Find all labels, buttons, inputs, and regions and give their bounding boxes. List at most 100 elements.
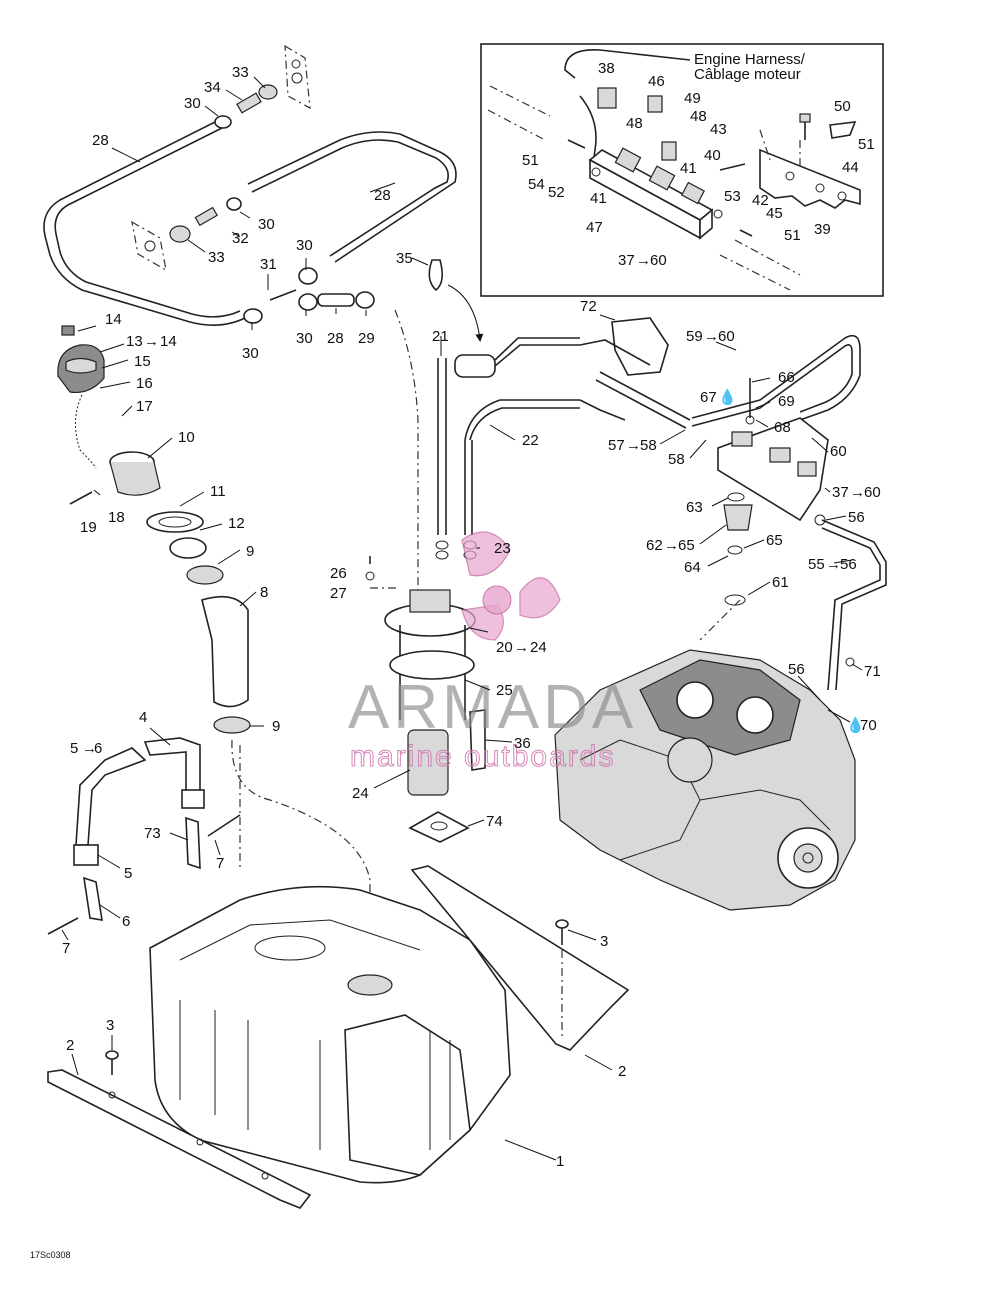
label-28: 28 [374, 187, 391, 204]
label-58: 58 [668, 451, 685, 468]
label-2: 2 [618, 1063, 626, 1080]
label-25: 25 [496, 682, 513, 699]
label-37: 37 [832, 484, 849, 501]
label-50: 50 [834, 98, 851, 115]
label-55: 55 [808, 556, 825, 573]
label-61: 61 [772, 574, 789, 591]
label-1: 1 [556, 1153, 564, 1170]
arrow-13: → [144, 333, 159, 350]
filler-neck [109, 451, 251, 734]
label-8: 8 [260, 584, 268, 601]
label-60: 60 [864, 484, 881, 501]
engine [554, 649, 856, 911]
label-69: 69 [778, 393, 795, 410]
label-42: 42 [752, 192, 769, 209]
label-30: 30 [242, 345, 259, 362]
harness-label-line1: Engine Harness/ [694, 51, 806, 68]
label-60: 60 [650, 252, 667, 269]
label-46: 46 [648, 73, 665, 90]
fuel-pump-module [384, 309, 580, 843]
arrow-37: → [850, 484, 865, 501]
label-11: 11 [210, 483, 226, 500]
label-70: 70 [860, 717, 877, 734]
label-21: 21 [432, 328, 449, 345]
label-18: 18 [108, 509, 125, 526]
fuel-cap-assembly [57, 325, 105, 469]
label-34: 34 [204, 79, 221, 96]
watermark-logo [461, 531, 561, 641]
label-28: 28 [92, 132, 109, 149]
pressure-regulator [723, 492, 753, 606]
label-3: 3 [106, 1017, 114, 1034]
label-33: 33 [232, 64, 249, 81]
label-47: 47 [586, 219, 603, 236]
part-labels: 33 34 30 28 28 30 32 33 30 31 30 30 28 2… [62, 64, 881, 1170]
inset-panel [480, 43, 884, 297]
vent-hose-loop [43, 121, 457, 326]
label-60: 60 [830, 443, 847, 460]
vent-fitting-33-top [214, 84, 278, 129]
label-51: 51 [784, 227, 801, 244]
label-29: 29 [358, 330, 375, 347]
label-9: 9 [246, 543, 254, 560]
label-2: 2 [66, 1037, 74, 1054]
label-44: 44 [842, 159, 859, 176]
label-56: 56 [848, 509, 865, 526]
arrow-55: → [826, 556, 841, 573]
label-12: 12 [228, 515, 245, 532]
arrow-57: → [626, 437, 641, 454]
tank-straps [47, 737, 241, 935]
watermark-brand: ARMADA [348, 673, 637, 742]
vent-fitting-33-bottom [169, 225, 191, 243]
label-58: 58 [640, 437, 657, 454]
label-65: 65 [766, 532, 783, 549]
label-56: 56 [788, 661, 805, 678]
rail-2-right [410, 865, 630, 1051]
label-54: 54 [528, 176, 545, 193]
label-49: 49 [684, 90, 701, 107]
inset-sensor-46 [647, 95, 663, 113]
label-24: 24 [352, 785, 369, 802]
inset-bracket-39 [759, 148, 861, 209]
label-6: 6 [122, 913, 130, 930]
label-48: 48 [690, 108, 707, 125]
label-27: 27 [330, 585, 347, 602]
label-31: 31 [260, 256, 277, 273]
label-3: 3 [600, 933, 608, 950]
label-35: 35 [396, 250, 413, 267]
label-33: 33 [208, 249, 225, 266]
label-53: 53 [724, 188, 741, 205]
arrow-5: → [82, 740, 97, 757]
inset-labels: Engine Harness/ Câblage moteur 38 46 49 … [522, 51, 875, 269]
label-15: 15 [134, 353, 151, 370]
arrow-62: → [664, 537, 679, 554]
arrow-59: → [704, 328, 719, 345]
label-22: 22 [522, 432, 539, 449]
label-23: 23 [494, 540, 511, 557]
inset-sensor-38 [597, 87, 617, 109]
label-14: 14 [105, 311, 122, 328]
drop-67: 💧 [718, 388, 737, 406]
label-30: 30 [184, 95, 201, 112]
label-65: 65 [678, 537, 695, 554]
drop-70: 💧 [846, 716, 865, 734]
label-4: 4 [139, 709, 147, 726]
label-63: 63 [686, 499, 703, 516]
label-51: 51 [858, 136, 875, 153]
label-28: 28 [327, 330, 344, 347]
label-10: 10 [178, 429, 195, 446]
label-13: 13 [126, 333, 143, 350]
label-41: 41 [590, 190, 607, 207]
leader-lines [61, 76, 863, 1161]
label-72: 72 [580, 298, 597, 315]
label-17: 17 [136, 398, 153, 415]
label-67: 67 [700, 389, 717, 406]
label-56: 56 [840, 556, 857, 573]
label-66: 66 [778, 369, 795, 386]
label-39: 39 [814, 221, 831, 238]
fuel-rail [717, 417, 829, 522]
label-52: 52 [548, 184, 565, 201]
label-26: 26 [330, 565, 347, 582]
label-71: 71 [864, 663, 881, 680]
